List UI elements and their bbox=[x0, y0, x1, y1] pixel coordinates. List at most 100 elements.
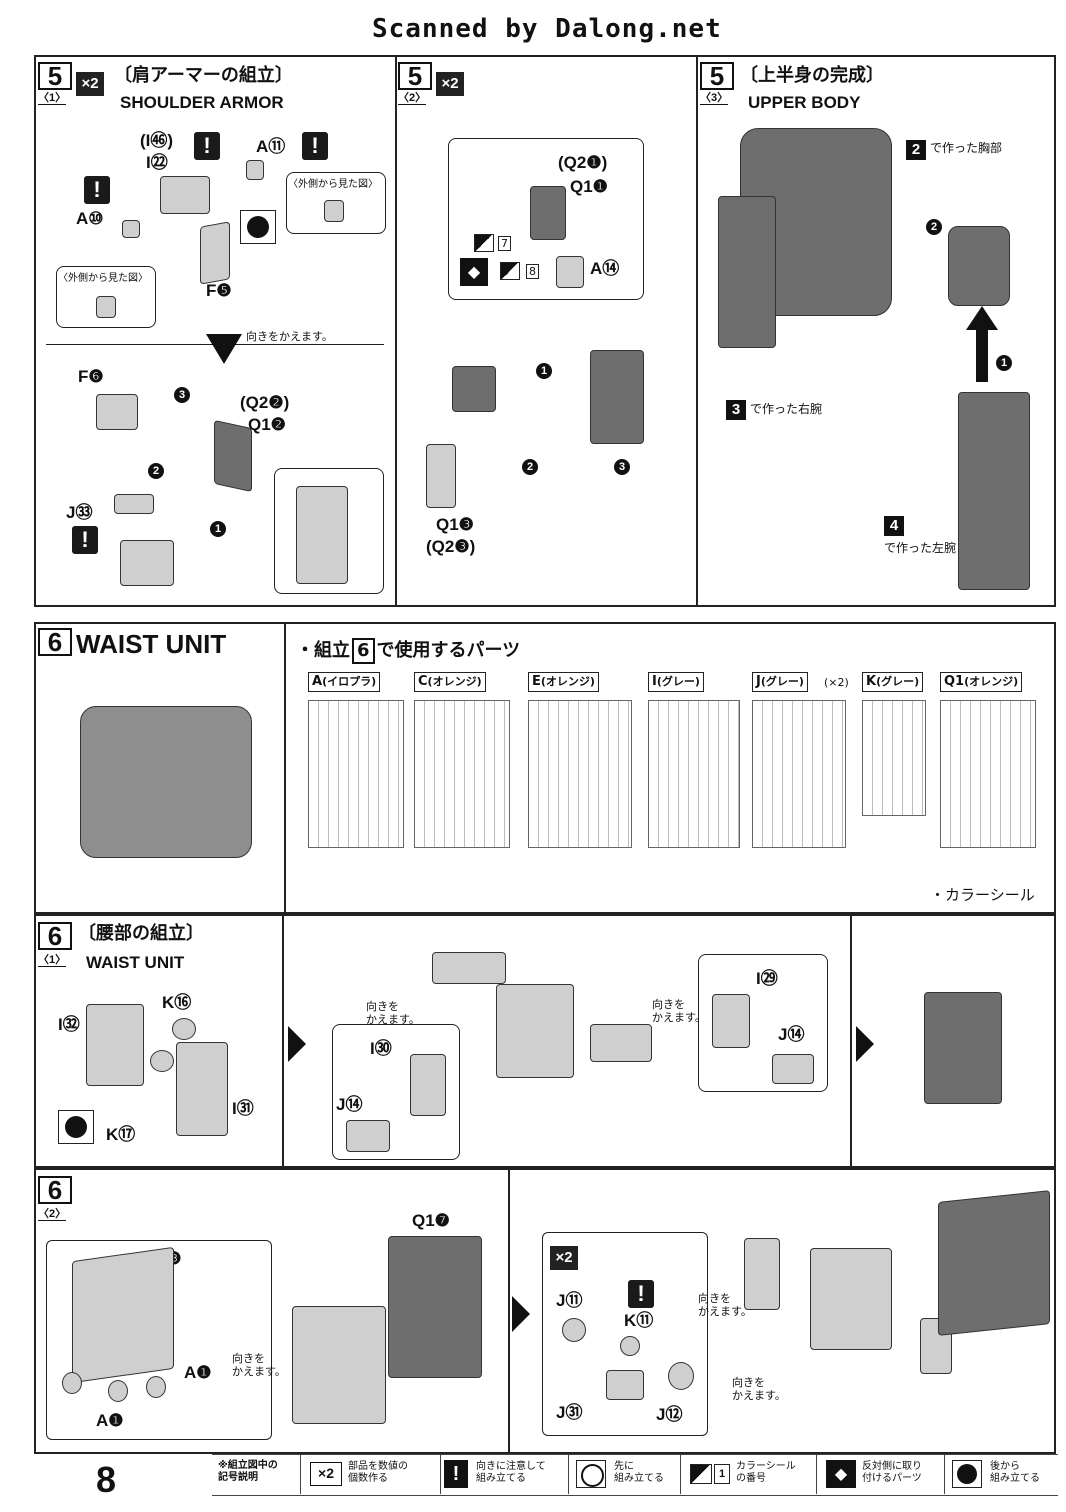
step-title-en: WAIST UNIT bbox=[76, 629, 227, 659]
step-marker-icon: 3 bbox=[174, 384, 190, 403]
part-shape bbox=[668, 1362, 694, 1390]
step-number: 5 bbox=[38, 62, 72, 90]
part-shape bbox=[562, 1318, 586, 1342]
legend-item bbox=[816, 1454, 944, 1494]
part-shape bbox=[606, 1370, 644, 1400]
runner-image bbox=[862, 700, 926, 816]
step-ref-number: 4 bbox=[884, 516, 904, 536]
turn-note: 向きを かえます。 bbox=[366, 1000, 420, 1026]
right-arm-shape bbox=[718, 196, 776, 348]
part-label: Q1❼ bbox=[412, 1211, 450, 1230]
warning-icon: ! bbox=[84, 176, 110, 204]
runner-label: J(グレー) bbox=[752, 672, 808, 692]
step-number: 5 bbox=[398, 62, 432, 90]
next-step-arrow-icon bbox=[512, 1296, 530, 1332]
watermark-text: Scanned by Dalong.net bbox=[372, 14, 722, 44]
assemble-later-icon bbox=[952, 1460, 982, 1488]
part-shape bbox=[96, 296, 116, 318]
runner-label: C(オレンジ) bbox=[414, 672, 486, 692]
part-shape bbox=[122, 220, 140, 238]
down-arrow-icon bbox=[206, 334, 242, 364]
outside-view-label: 〈外側から見た図〉 bbox=[58, 273, 148, 284]
part-shape bbox=[346, 1120, 390, 1152]
left-shoulder-shape bbox=[948, 226, 1010, 306]
part-label: (Q2❸) bbox=[426, 537, 476, 556]
part-label: (Q2❶) bbox=[558, 153, 608, 172]
part-shape bbox=[108, 1380, 128, 1402]
legend-item-text: 反対側に取り 付けるパーツ bbox=[862, 1461, 922, 1484]
part-shape bbox=[712, 994, 750, 1048]
part-label: (I㊻) bbox=[140, 131, 174, 150]
legend-item-text: 後から 組み立てる bbox=[990, 1461, 1040, 1484]
turn-note: 向きを かえます。 bbox=[652, 998, 706, 1024]
times-two-icon: ×2 bbox=[310, 1462, 342, 1486]
runner-image bbox=[940, 700, 1036, 848]
part-label: A❶ bbox=[184, 1363, 212, 1382]
runner-label: E(オレンジ) bbox=[528, 672, 599, 692]
waist-armor-shape bbox=[938, 1190, 1050, 1336]
part-shape bbox=[246, 160, 264, 180]
part-shape bbox=[620, 1336, 640, 1356]
divider bbox=[696, 56, 698, 606]
times-two-badge: ×2 bbox=[436, 72, 464, 96]
part-label: A⑩ bbox=[76, 209, 104, 228]
page-number: 8 bbox=[96, 1459, 117, 1500]
part-label: Q1❸ bbox=[436, 515, 474, 534]
turn-note: 向きをかえます。 bbox=[246, 330, 333, 343]
legend-item bbox=[568, 1454, 680, 1494]
warning-icon: ! bbox=[72, 526, 98, 554]
substep-label: 〈3〉 bbox=[700, 92, 729, 105]
step-marker-icon: 2 bbox=[148, 460, 164, 479]
step-number: 5 bbox=[700, 62, 734, 90]
legend-item bbox=[680, 1454, 816, 1494]
warning-icon: ! bbox=[628, 1280, 654, 1308]
warning-icon: ! bbox=[302, 132, 328, 160]
divider bbox=[282, 915, 284, 1167]
waist-core-shape bbox=[810, 1248, 892, 1350]
seal-icon bbox=[500, 262, 520, 280]
step-ref-text: で作った胸部 bbox=[930, 141, 1003, 155]
runner-image bbox=[414, 700, 510, 848]
assemble-first-icon bbox=[576, 1460, 606, 1488]
opposite-side-icon: ◆ bbox=[826, 1460, 856, 1488]
assemble-first-icon bbox=[240, 210, 276, 244]
part-label: I㉒ bbox=[146, 153, 168, 172]
runner-count: (×2) bbox=[824, 676, 849, 689]
step-ref-text: で作った左腕 bbox=[884, 541, 957, 555]
runner-image bbox=[752, 700, 846, 848]
shoulder-armor-shape bbox=[590, 350, 644, 444]
part-shape bbox=[324, 200, 344, 222]
seal-icon bbox=[474, 234, 494, 252]
waist-unit-preview-shape bbox=[80, 706, 252, 858]
opposite-side-icon: ◆ bbox=[460, 258, 488, 286]
legend-item-text: 部品を数値の 個数作る bbox=[348, 1461, 408, 1484]
step-marker-icon: 1 bbox=[996, 352, 1012, 371]
next-step-arrow-icon bbox=[856, 1026, 874, 1062]
step-marker-icon: 1 bbox=[210, 518, 226, 537]
part-label: Q1❷ bbox=[248, 415, 286, 434]
substep-label: 〈2〉 bbox=[398, 92, 427, 105]
step-title-en: WAIST UNIT bbox=[86, 953, 185, 972]
legend-bar bbox=[212, 1454, 1058, 1496]
part-label: K⑯ bbox=[162, 993, 192, 1012]
turn-note: 向きを かえます。 bbox=[698, 1292, 752, 1318]
step-title-en: SHOULDER ARMOR bbox=[120, 93, 284, 112]
waist-part-shape bbox=[496, 984, 574, 1078]
part-shape bbox=[426, 444, 456, 508]
substep-label: 〈2〉 bbox=[38, 1208, 67, 1221]
part-shape bbox=[96, 394, 138, 430]
part-shape bbox=[530, 186, 566, 240]
arrow-shaft bbox=[976, 330, 988, 382]
step-marker-icon: 2 bbox=[522, 456, 538, 475]
part-shape bbox=[120, 540, 174, 586]
part-label: J⑫ bbox=[656, 1405, 683, 1424]
part-label: F❺ bbox=[206, 281, 232, 300]
runner-label: I(グレー) bbox=[648, 672, 704, 692]
part-label: (Q2❷) bbox=[240, 393, 290, 412]
step-number: 6 bbox=[38, 628, 72, 656]
part-shape bbox=[432, 952, 506, 984]
legend-item-text: 向きに注意して 組み立てる bbox=[476, 1461, 546, 1484]
times-two-badge: ×2 bbox=[550, 1246, 578, 1270]
part-label: J㉝ bbox=[66, 503, 93, 522]
part-label: J㉛ bbox=[556, 1403, 583, 1422]
